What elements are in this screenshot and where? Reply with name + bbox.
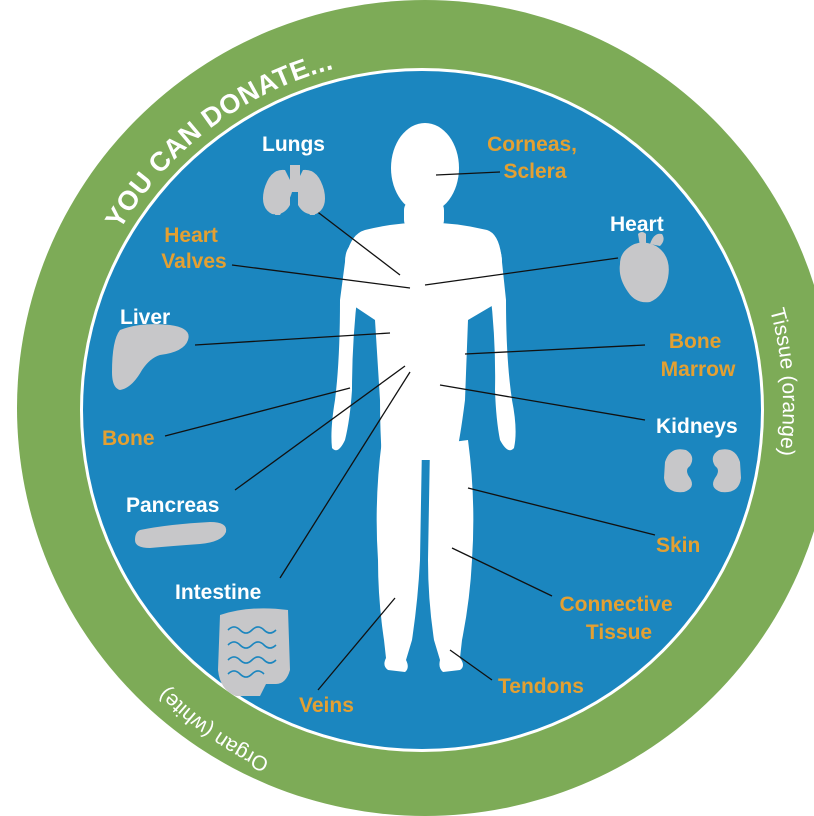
label-skin: Skin <box>656 534 700 557</box>
label-veins: Veins <box>299 694 354 717</box>
label-liver: Liver <box>120 306 170 329</box>
label-lungs: Lungs <box>262 133 325 156</box>
intestine-icon <box>218 608 290 696</box>
label-bone: Bone <box>102 427 155 450</box>
label-tendons: Tendons <box>498 675 584 698</box>
label-intestine: Intestine <box>175 581 261 604</box>
label-heart: Heart <box>610 213 664 236</box>
label-kidneys: Kidneys <box>656 415 738 438</box>
label-pancreas: Pancreas <box>126 494 219 517</box>
